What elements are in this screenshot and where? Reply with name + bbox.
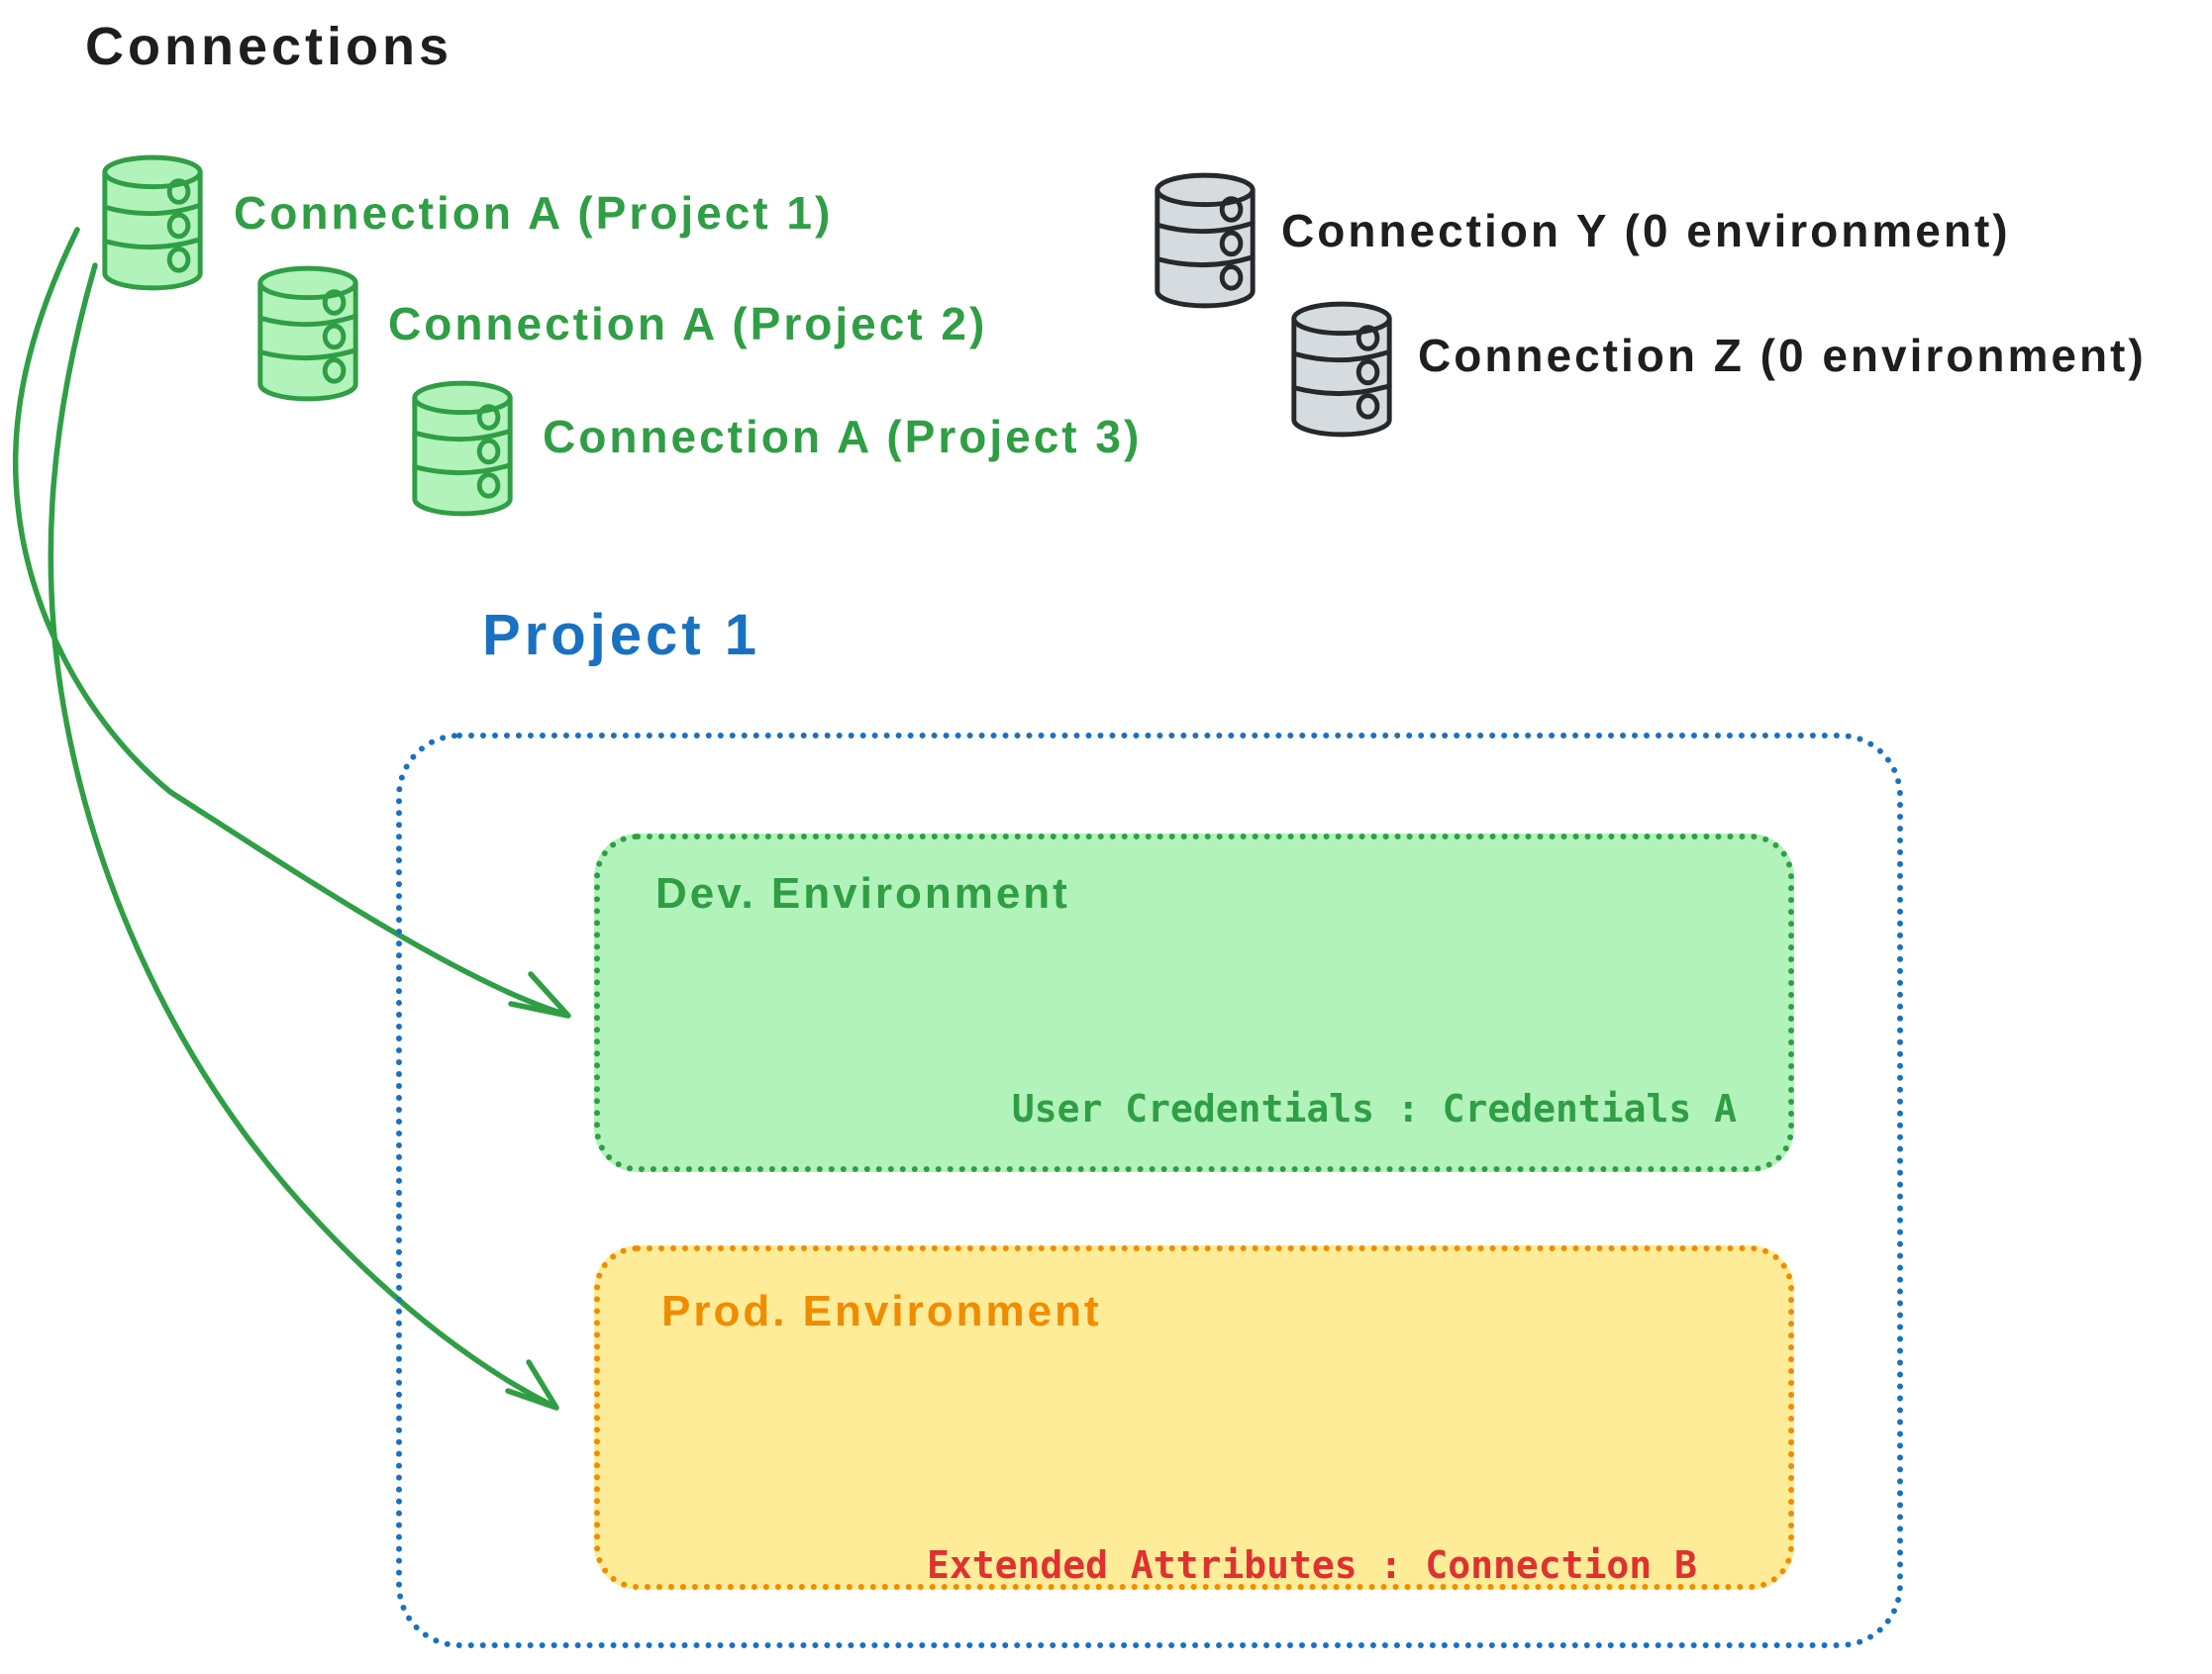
prod-environment-title: Prod. Environment xyxy=(661,1287,1102,1335)
project-1-box xyxy=(396,733,1903,1648)
dev-credentials-mapping: User Credentials : Credentials A xyxy=(1011,1087,1737,1131)
connection-a-project-3-label: Connection A (Project 3) xyxy=(543,411,1143,462)
database-icon xyxy=(250,259,366,408)
prod-credentials-mappings: Extended Attributes : Connection B Ext.A… xyxy=(927,1441,1720,1674)
page-title: Connections xyxy=(85,17,453,76)
dev-environment-box: Dev. Environment User Credentials : Cred… xyxy=(594,834,1794,1172)
connection-a-project-2-label: Connection A (Project 2) xyxy=(388,298,988,349)
project-1-title: Project 1 xyxy=(482,603,760,667)
prod-mapping-line-1: Extended Attributes : Connection B xyxy=(927,1543,1697,1587)
database-icon xyxy=(94,148,211,297)
prod-environment-box: Prod. Environment Extended Attributes : … xyxy=(594,1245,1794,1590)
connection-y-label: Connection Y (0 environment) xyxy=(1281,205,2011,256)
database-icon xyxy=(404,374,521,523)
dev-environment-title: Dev. Environment xyxy=(655,869,1070,918)
database-icon xyxy=(1283,295,1400,443)
connection-a-project-1-label: Connection A (Project 1) xyxy=(234,187,834,239)
database-icon xyxy=(1147,166,1263,315)
connection-z-label: Connection Z (0 environment) xyxy=(1418,330,2147,381)
